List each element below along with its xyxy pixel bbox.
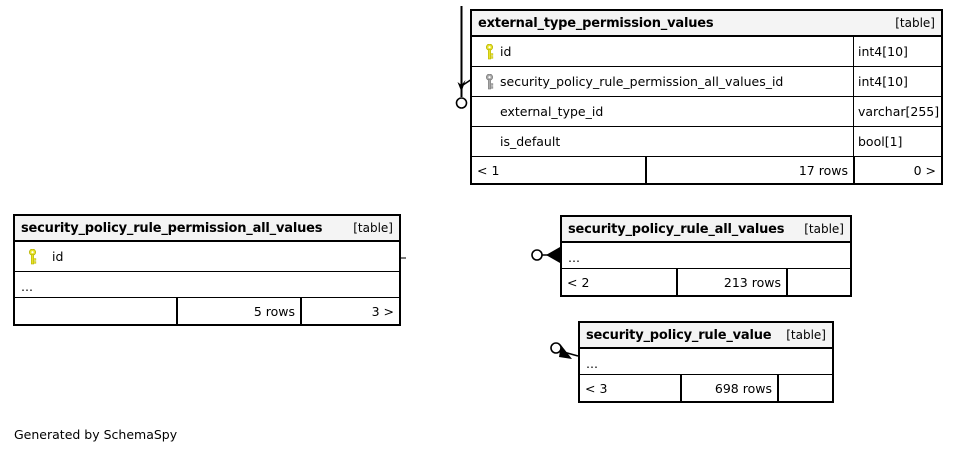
column-label: id	[52, 249, 64, 264]
column-label: security_policy_rule_permission_all_valu…	[500, 74, 784, 89]
table-type-tag: [table]	[804, 222, 844, 236]
table-row[interactable]: is_default bool[1]	[472, 127, 941, 157]
footer-child-count[interactable]: 3 >	[300, 298, 399, 324]
relationship-connector-3	[550, 339, 584, 365]
table-title: security_policy_rule_value	[586, 327, 772, 343]
column-label: id	[500, 44, 512, 59]
column-type: int4[10]	[853, 37, 941, 66]
table-title: external_type_permission_values	[478, 15, 714, 31]
table-row[interactable]: id	[15, 242, 399, 272]
table-title: security_policy_rule_all_values	[568, 221, 785, 237]
table-type-tag: [table]	[786, 328, 826, 342]
table-title: security_policy_rule_permission_all_valu…	[21, 220, 323, 236]
generated-by-caption: Generated by SchemaSpy	[14, 427, 178, 442]
column-label: external_type_id	[500, 104, 604, 119]
table-external-type-permission-values[interactable]: external_type_permission_values [table] …	[470, 9, 943, 185]
primary-key-icon	[478, 43, 500, 60]
column-name-cell: id	[15, 242, 399, 271]
column-name-cell: external_type_id	[472, 97, 853, 126]
footer-parent-count[interactable]	[15, 298, 176, 324]
table-footer: < 2 213 rows	[562, 269, 850, 295]
relationship-connector-2	[531, 243, 565, 267]
footer-row-count: 17 rows	[645, 157, 853, 183]
primary-key-icon	[21, 248, 43, 265]
column-name-cell: id	[472, 37, 853, 66]
relationship-connector-1	[448, 6, 478, 116]
table-security-policy-rule-all-values[interactable]: security_policy_rule_all_values [table] …	[560, 215, 852, 297]
footer-row-count: 698 rows	[680, 375, 777, 401]
footer-row-count: 213 rows	[676, 269, 786, 295]
table-footer: < 1 17 rows 0 >	[472, 157, 941, 183]
footer-row-count: 5 rows	[176, 298, 300, 324]
footer-child-count[interactable]: 0 >	[853, 157, 941, 183]
column-type: bool[1]	[853, 127, 941, 156]
table-type-tag: [table]	[353, 221, 393, 235]
footer-parent-count[interactable]: < 3	[585, 380, 608, 396]
column-label: is_default	[500, 134, 561, 149]
footer-child-count[interactable]	[786, 269, 850, 295]
hidden-columns-ellipsis: …	[15, 272, 399, 298]
table-type-tag: [table]	[895, 16, 935, 30]
column-type: varchar[255]	[853, 97, 941, 126]
hidden-columns-ellipsis: …	[580, 349, 832, 375]
footer-child-count[interactable]	[777, 375, 832, 401]
column-type: int4[10]	[853, 67, 941, 96]
column-name-cell: is_default	[472, 127, 853, 156]
relationship-stub-left-table	[400, 257, 406, 259]
table-security-policy-rule-permission-all-values[interactable]: security_policy_rule_permission_all_valu…	[13, 214, 401, 326]
table-row[interactable]: external_type_id varchar[255]	[472, 97, 941, 127]
table-header: security_policy_rule_all_values [table]	[562, 217, 850, 243]
table-header: security_policy_rule_permission_all_valu…	[15, 216, 399, 242]
column-name-cell: security_policy_rule_permission_all_valu…	[472, 67, 853, 96]
table-security-policy-rule-value[interactable]: security_policy_rule_value [table] … < 3…	[578, 321, 834, 403]
table-header: security_policy_rule_value [table]	[580, 323, 832, 349]
footer-parent-count[interactable]: < 2	[567, 274, 590, 290]
table-footer: < 3 698 rows	[580, 375, 832, 401]
hidden-columns-ellipsis: …	[562, 243, 850, 269]
table-footer: 5 rows 3 >	[15, 298, 399, 324]
foreign-key-icon	[478, 73, 500, 90]
table-header: external_type_permission_values [table]	[472, 11, 941, 37]
table-row[interactable]: id int4[10]	[472, 37, 941, 67]
footer-parent-count[interactable]: < 1	[477, 162, 500, 178]
table-row[interactable]: security_policy_rule_permission_all_valu…	[472, 67, 941, 97]
